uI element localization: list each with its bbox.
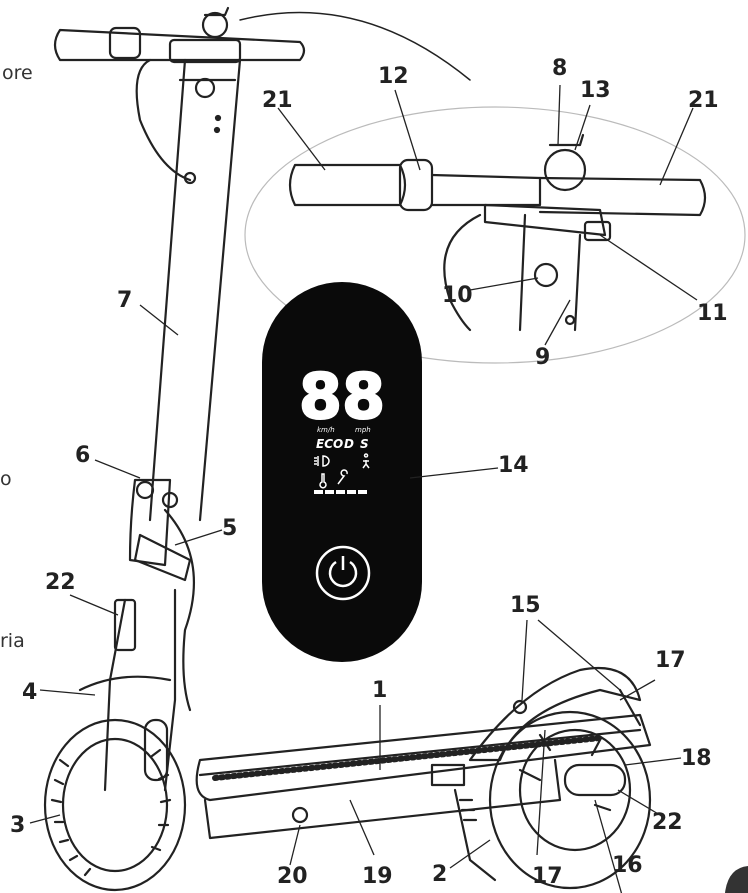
callout-15: 15 — [510, 593, 541, 618]
leader-lines — [29, 84, 698, 893]
headlight-icon — [314, 455, 330, 467]
rear-wheel — [488, 710, 652, 890]
callout-21-left: 21 — [262, 88, 293, 113]
stem-tube — [135, 58, 242, 522]
callout-22-front: 22 — [45, 570, 76, 595]
callout-8: 8 — [552, 56, 568, 81]
front-fork — [78, 588, 177, 792]
handlebar — [53, 6, 306, 64]
callout-14: 14 — [498, 453, 529, 478]
callout-13: 13 — [580, 78, 611, 103]
callout-9: 9 — [535, 345, 551, 370]
callout-17-deck: 17 — [532, 864, 563, 889]
rear-fender — [468, 666, 642, 762]
callout-3: 3 — [10, 813, 26, 838]
callout-7: 7 — [117, 288, 133, 313]
brake-cable — [163, 508, 195, 712]
temperature-icon — [319, 473, 327, 489]
callout-22-rear: 22 — [652, 810, 683, 835]
cropped-text-fragment: o — [0, 468, 12, 490]
callout-18: 18 — [681, 746, 712, 771]
callout-19: 19 — [362, 864, 393, 889]
callout-5: 5 — [222, 516, 238, 541]
kickstand — [430, 763, 497, 882]
walk-mode-icon — [362, 453, 370, 469]
callout-12: 12 — [378, 64, 409, 89]
zoom-callout-ellipse — [244, 106, 746, 364]
callout-6: 6 — [75, 443, 91, 468]
callout-17-rear-fender: 17 — [655, 648, 686, 673]
front-wheel — [43, 718, 187, 892]
display-panel: 88 km/h mph ECO D S — [262, 282, 422, 662]
mode-s: S — [360, 437, 369, 451]
callout-2: 2 — [432, 862, 448, 887]
unit-mph: mph — [355, 426, 371, 434]
callout-1: 1 — [372, 678, 388, 703]
unit-kmh: km/h — [317, 426, 335, 434]
mode-eco: ECO — [316, 437, 343, 451]
cropped-text-fragment: ore — [2, 62, 33, 84]
power-button-icon — [315, 545, 371, 601]
folding-mechanism — [128, 478, 192, 582]
cropped-text-fragment: ria — [0, 630, 25, 652]
battery-bar-icon — [314, 490, 367, 494]
callout-11: 11 — [697, 301, 728, 326]
handlebar-detail — [288, 133, 707, 332]
callout-4: 4 — [22, 680, 38, 705]
speed-digits: 88 — [299, 360, 385, 433]
callout-10: 10 — [442, 283, 473, 308]
callout-21-right: 21 — [688, 88, 719, 113]
callout-20: 20 — [277, 864, 308, 889]
page-corner-tab — [725, 866, 748, 893]
wrench-icon — [337, 469, 348, 485]
zoom-callout-leader — [239, 11, 471, 81]
mode-d: D — [344, 437, 354, 451]
callout-16: 16 — [612, 853, 643, 878]
deck — [195, 713, 652, 840]
